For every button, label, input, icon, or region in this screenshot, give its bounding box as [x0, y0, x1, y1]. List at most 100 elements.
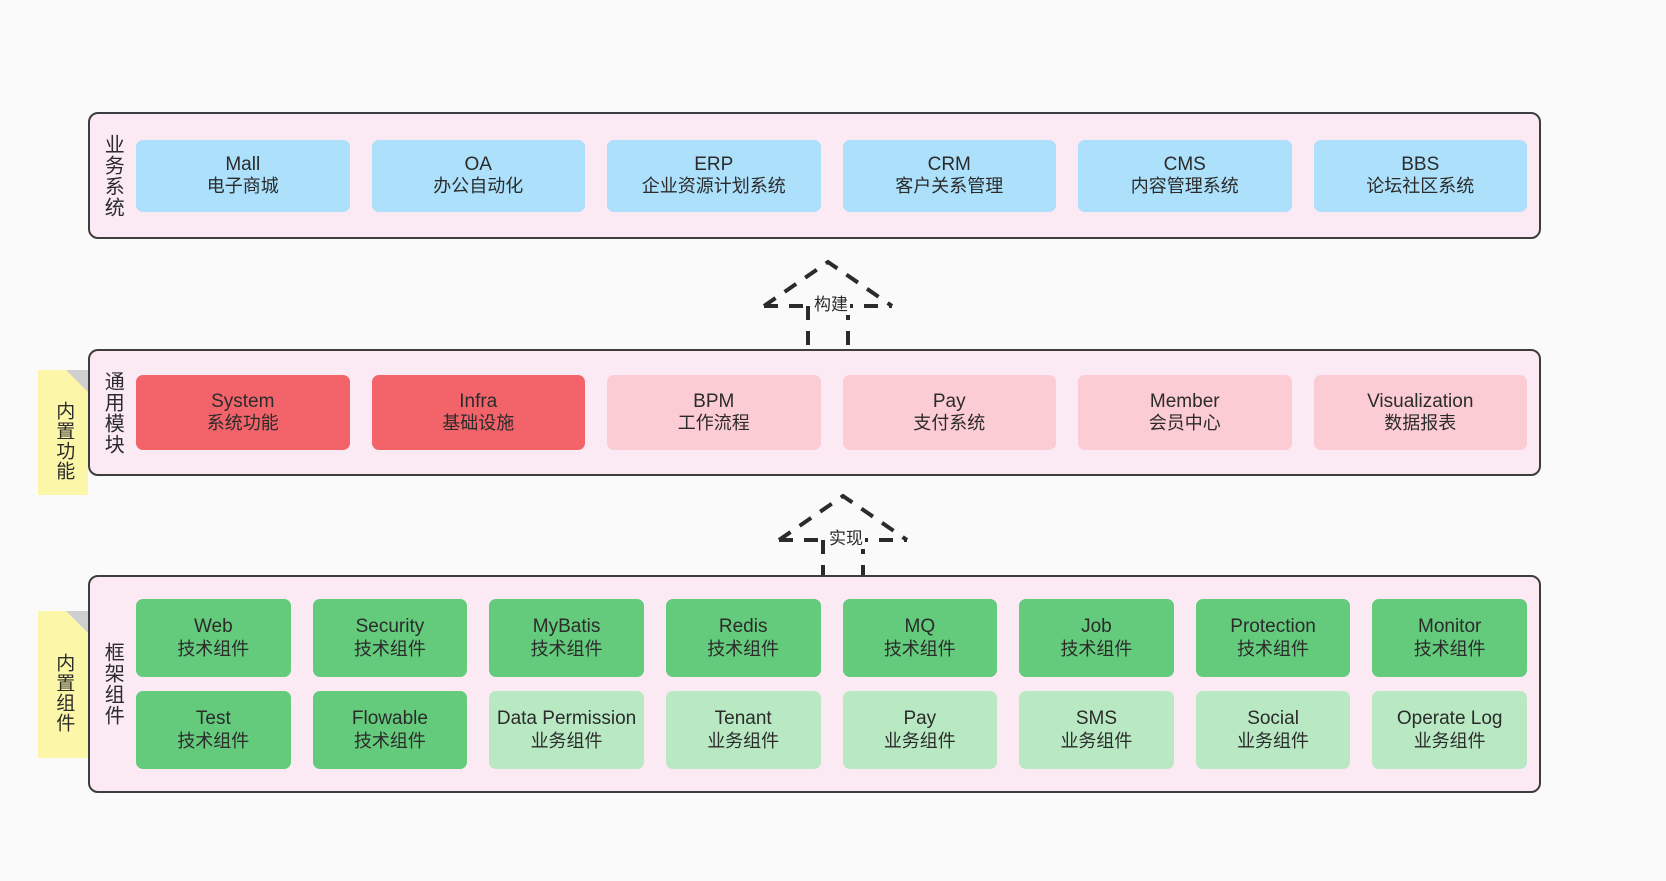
card-title: System [211, 390, 275, 412]
card-cms[interactable]: CMS 内容管理系统 [1078, 139, 1292, 212]
card-erp[interactable]: ERP 企业资源计划系统 [607, 139, 821, 212]
card-subtitle: 系统功能 [206, 413, 279, 434]
card-subtitle: 业务组件 [1237, 730, 1310, 751]
card-subtitle: 数据报表 [1384, 413, 1457, 434]
card-redis[interactable]: Redis 技术组件 [665, 599, 821, 677]
card-mq[interactable]: MQ 技术组件 [842, 599, 998, 677]
card-title: Web [193, 616, 233, 638]
card-subtitle: 技术组件 [1060, 638, 1133, 659]
card-subtitle: 客户关系管理 [895, 176, 1004, 197]
card-title: Test [195, 708, 231, 730]
card-subtitle: 技术组件 [1413, 638, 1486, 659]
layer-framework-body: Web 技术组件 Security 技术组件 MyBatis 技术组件 Redi… [134, 577, 1539, 791]
card-title: Social [1247, 708, 1299, 730]
card-operate-log[interactable]: Operate Log 业务组件 [1372, 691, 1527, 769]
card-subtitle: 办公自动化 [433, 176, 524, 197]
card-subtitle: 技术组件 [177, 730, 250, 751]
card-subtitle: 业务组件 [883, 730, 956, 751]
card-subtitle: 技术组件 [883, 638, 956, 659]
card-protection[interactable]: Protection 技术组件 [1195, 599, 1351, 677]
card-sms[interactable]: SMS 业务组件 [1019, 691, 1174, 769]
framework-tech-row: Web 技术组件 Security 技术组件 MyBatis 技术组件 Redi… [136, 599, 1527, 677]
card-subtitle: 支付系统 [913, 413, 986, 434]
card-subtitle: 技术组件 [1237, 638, 1310, 659]
card-title: SMS [1075, 708, 1118, 730]
card-oa[interactable]: OA 办公自动化 [371, 139, 585, 212]
business-card-row: Mall 电子商城 OA 办公自动化 ERP 企业资源计划系统 CRM 客户关系… [136, 139, 1527, 212]
card-title: Pay [903, 708, 937, 730]
sticky-note-label: 内置功能 [53, 400, 75, 481]
card-subtitle: 技术组件 [353, 638, 426, 659]
card-subtitle: 论坛社区系统 [1366, 176, 1475, 197]
card-test[interactable]: Test 技术组件 [136, 691, 291, 769]
card-subtitle: 业务组件 [1413, 730, 1486, 751]
sticky-note-builtin-components: 内置组件 [38, 611, 88, 758]
card-title: Job [1081, 616, 1112, 638]
sticky-note-builtin-features: 内置功能 [38, 370, 88, 495]
card-subtitle: 工作流程 [677, 413, 750, 434]
card-title: Operate Log [1396, 708, 1503, 730]
common-card-row: System 系统功能 Infra 基础设施 BPM 工作流程 Pay 支付系统… [136, 375, 1527, 450]
card-bbs[interactable]: BBS 论坛社区系统 [1313, 139, 1527, 212]
card-title: MyBatis [532, 616, 601, 638]
connector-build-label: 构建 [812, 290, 850, 315]
card-title: Mall [225, 153, 261, 175]
card-pay-component[interactable]: Pay 业务组件 [842, 691, 998, 769]
card-crm[interactable]: CRM 客户关系管理 [842, 139, 1056, 212]
card-social[interactable]: Social 业务组件 [1195, 691, 1351, 769]
card-subtitle: 业务组件 [1060, 730, 1133, 751]
card-job[interactable]: Job 技术组件 [1019, 599, 1174, 677]
card-subtitle: 基础设施 [442, 413, 515, 434]
card-title: CRM [927, 153, 971, 175]
card-title: OA [464, 153, 492, 175]
card-title: Protection [1230, 616, 1316, 638]
framework-business-row: Test 技术组件 Flowable 技术组件 Data Permission … [136, 691, 1527, 769]
card-pay-module[interactable]: Pay 支付系统 [842, 375, 1056, 450]
card-title: Infra [459, 390, 498, 412]
card-title: Member [1149, 390, 1220, 412]
sticky-note-label: 内置组件 [53, 652, 75, 733]
card-security[interactable]: Security 技术组件 [312, 599, 468, 677]
layer-framework-components: 框架组件 Web 技术组件 Security 技术组件 MyBatis 技术组件… [88, 575, 1541, 793]
card-bpm[interactable]: BPM 工作流程 [607, 375, 821, 450]
card-monitor[interactable]: Monitor 技术组件 [1372, 599, 1527, 677]
card-subtitle: 电子商城 [206, 176, 279, 197]
card-title: Redis [718, 616, 768, 638]
connector-implement-label: 实现 [827, 524, 865, 549]
layer-common-body: System 系统功能 Infra 基础设施 BPM 工作流程 Pay 支付系统… [134, 351, 1539, 474]
card-title: CMS [1163, 153, 1206, 175]
card-infra[interactable]: Infra 基础设施 [371, 375, 585, 450]
connector-implement: 实现 [775, 492, 935, 588]
card-member[interactable]: Member 会员中心 [1078, 375, 1292, 450]
card-title: ERP [694, 153, 734, 175]
connector-build: 构建 [760, 258, 920, 354]
card-tenant[interactable]: Tenant 业务组件 [665, 691, 821, 769]
card-subtitle: 技术组件 [530, 638, 603, 659]
card-subtitle: 会员中心 [1148, 413, 1221, 434]
card-title: Data Permission [496, 708, 637, 730]
card-mybatis[interactable]: MyBatis 技术组件 [489, 599, 644, 677]
card-subtitle: 技术组件 [353, 730, 426, 751]
card-subtitle: 企业资源计划系统 [641, 176, 786, 197]
sticky-fold-corner-icon [66, 611, 88, 633]
card-title: Flowable [351, 708, 428, 730]
layer-common-modules: 通用模块 System 系统功能 Infra 基础设施 BPM 工作流程 Pay… [88, 349, 1541, 476]
card-subtitle: 技术组件 [177, 638, 250, 659]
layer-business-body: Mall 电子商城 OA 办公自动化 ERP 企业资源计划系统 CRM 客户关系… [134, 114, 1539, 237]
card-title: Security [355, 616, 425, 638]
sticky-fold-corner-icon [66, 370, 88, 392]
card-subtitle: 内容管理系统 [1130, 176, 1239, 197]
layer-business-title: 业务系统 [101, 133, 124, 218]
card-visualization[interactable]: Visualization 数据报表 [1313, 375, 1527, 450]
card-system[interactable]: System 系统功能 [136, 375, 350, 450]
card-subtitle: 技术组件 [707, 638, 780, 659]
card-data-permission[interactable]: Data Permission 业务组件 [489, 691, 644, 769]
card-mall[interactable]: Mall 电子商城 [136, 139, 350, 212]
layer-business-systems: 业务系统 Mall 电子商城 OA 办公自动化 ERP 企业资源计划系统 CRM… [88, 112, 1541, 239]
layer-common-title: 通用模块 [101, 370, 124, 455]
card-title: MQ [904, 616, 936, 638]
card-flowable[interactable]: Flowable 技术组件 [312, 691, 468, 769]
card-web[interactable]: Web 技术组件 [136, 599, 291, 677]
card-title: BPM [693, 390, 735, 412]
